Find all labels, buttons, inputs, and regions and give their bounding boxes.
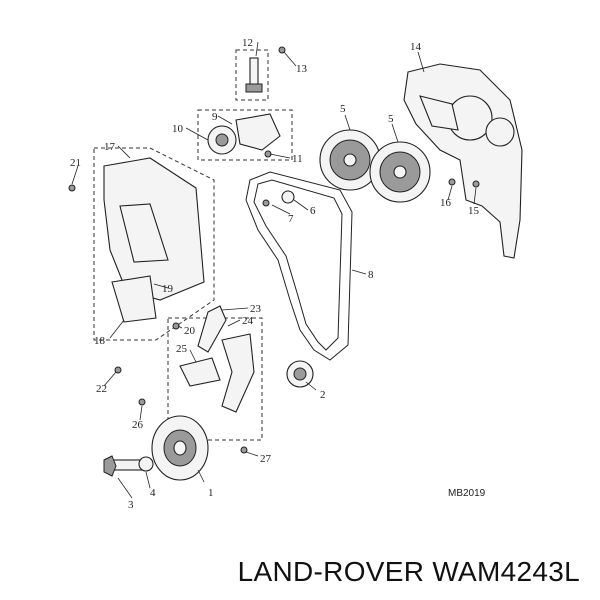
callout-17: 17 [104, 141, 116, 153]
callout-23: 23 [250, 303, 262, 315]
crankshaft-washer [138, 456, 154, 472]
callout-12: 12 [242, 37, 253, 49]
group-box-front-cover [93, 147, 215, 341]
timing-belt [245, 171, 353, 361]
group-box-tensioner-bolt [235, 49, 269, 101]
part-number-caption: LAND-ROVER WAM4243L [237, 556, 580, 587]
callout-5-right: 5 [388, 113, 394, 125]
callout-22: 22 [96, 383, 107, 395]
small-bolts [68, 46, 480, 454]
callout-7: 7 [288, 213, 294, 225]
idler-pulley [286, 360, 314, 388]
callout-18: 18 [94, 335, 106, 347]
callout-11: 11 [292, 153, 303, 165]
rear-timing-cover [403, 63, 523, 259]
callout-2: 2 [320, 389, 326, 401]
group-box-tensioner [197, 109, 293, 161]
callout-24: 24 [242, 315, 254, 327]
callout-21: 21 [70, 157, 81, 169]
callout-8: 8 [368, 269, 374, 281]
callout-27: 27 [260, 453, 272, 465]
camshaft-pulley-left [319, 129, 381, 191]
drawing-code: MB2019 [448, 488, 486, 499]
tensioner-assembly [207, 113, 281, 155]
callout-16: 16 [440, 197, 452, 209]
crankshaft-bolt [103, 455, 143, 477]
group-box-guide [167, 317, 263, 441]
callout-25: 25 [176, 343, 188, 355]
callout-10: 10 [172, 123, 184, 135]
tensioner-bolt [245, 57, 263, 93]
camshaft-pulley-right [369, 141, 431, 203]
callout-14: 14 [410, 41, 422, 53]
callout-6: 6 [310, 205, 316, 217]
lower-belt-guide [179, 305, 255, 413]
callout-3: 3 [128, 499, 134, 511]
callout-26: 26 [132, 419, 144, 431]
callout-13: 13 [296, 63, 308, 75]
front-timing-cover [103, 157, 205, 323]
callout-20: 20 [184, 325, 196, 337]
callout-15: 15 [468, 205, 480, 217]
washer-6 [281, 190, 295, 204]
callout-labels: 1 2 3 4 5 5 6 7 8 9 10 11 12 13 14 15 16… [70, 37, 480, 511]
callout-5-left: 5 [340, 103, 346, 115]
callout-4: 4 [150, 487, 156, 499]
callout-9: 9 [212, 111, 218, 123]
crankshaft-pulley [151, 415, 209, 481]
leader-lines [71, 41, 477, 499]
callout-19: 19 [162, 283, 174, 295]
callout-1: 1 [208, 487, 214, 499]
